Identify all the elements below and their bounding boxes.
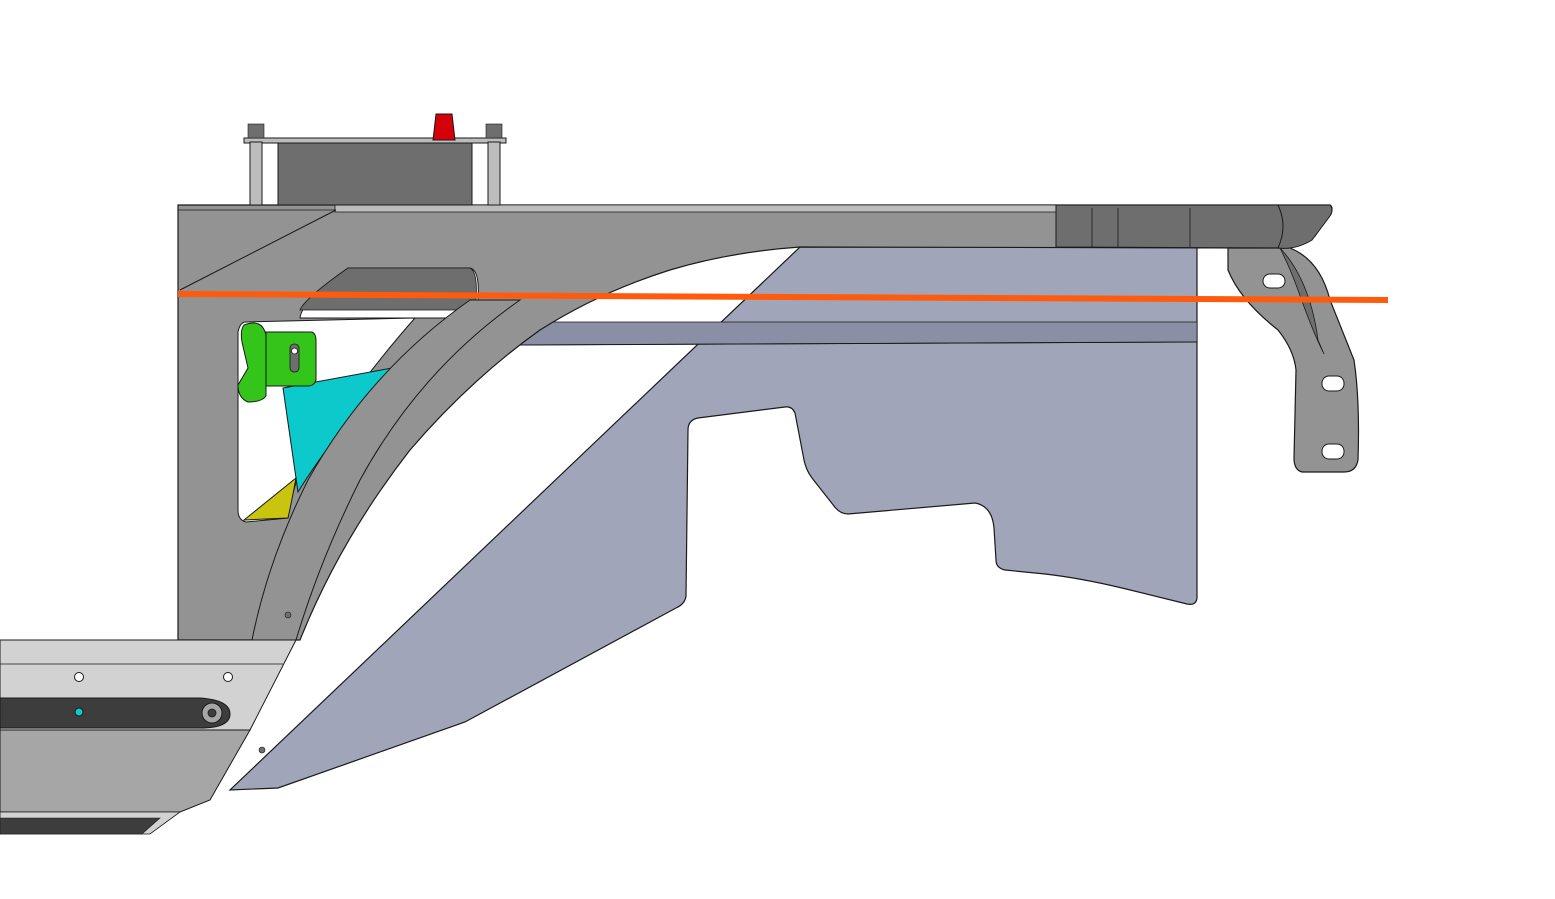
hook-slot-2: [1321, 375, 1345, 392]
green-bracket: [237, 322, 267, 403]
mounting-plate: [243, 137, 507, 144]
hook-tip: [1277, 204, 1333, 249]
threaded-stud-right: [485, 123, 503, 206]
rail-bolt-center: [207, 708, 217, 718]
yellow-wedge: [242, 476, 297, 521]
hook-slot-1: [1262, 273, 1286, 289]
screw-hole: [284, 611, 292, 619]
rail-slot-bar: [0, 697, 231, 729]
reference-line: [177, 291, 1389, 303]
rail-hole-2: [223, 672, 233, 682]
lower-rail-face: [0, 729, 251, 813]
top-rail-strip: [334, 204, 1057, 213]
panel-flange: [519, 321, 1198, 346]
rail-hole-1: [74, 672, 84, 682]
bracket-hole: [291, 347, 298, 355]
threaded-stud-left: [247, 123, 265, 206]
lower-rail-shadow: [0, 817, 161, 835]
panel-flange-edge: [519, 341, 1198, 346]
hook-slot-3: [1321, 443, 1345, 460]
red-cap: [432, 113, 456, 141]
hook-bracket: [1227, 247, 1360, 473]
lavender-panel: [228, 246, 1198, 791]
rail-hole-3: [74, 707, 84, 717]
rail-end-block: [1055, 204, 1285, 249]
frame-brace-line: [179, 209, 337, 291]
screw-hole: [258, 746, 266, 754]
mounting-box: [277, 142, 473, 206]
